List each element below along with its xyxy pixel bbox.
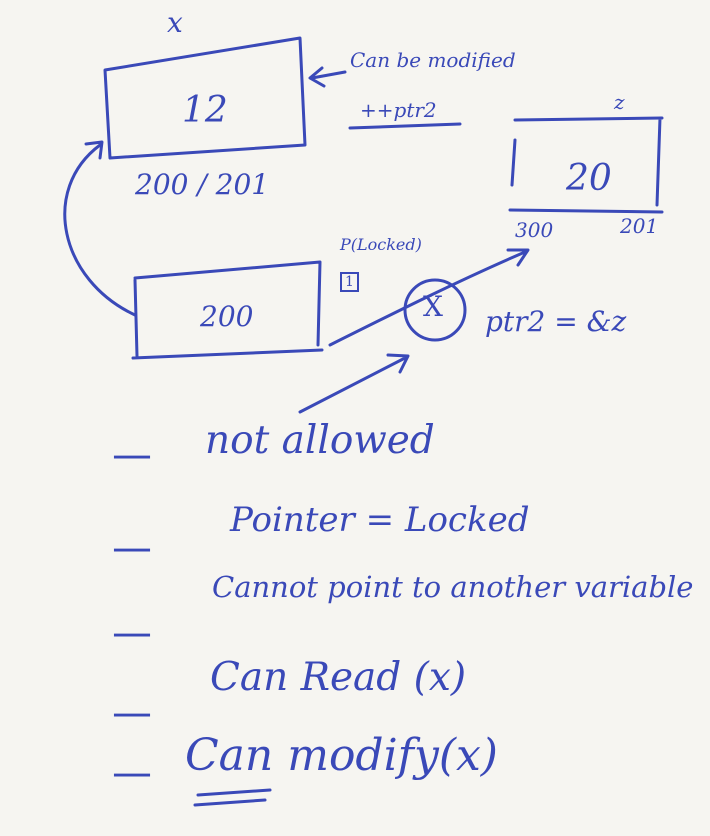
z-address-end: 201 bbox=[620, 214, 659, 238]
note-item: not allowed bbox=[205, 418, 435, 463]
locked-note: P(Locked) bbox=[340, 235, 422, 254]
cross-mark: X bbox=[423, 290, 443, 323]
not-allowed-arrow bbox=[298, 353, 410, 414]
bullet-marker: — bbox=[112, 690, 152, 736]
bullet-marker: — bbox=[112, 750, 152, 796]
assign-expression: ptr2 = &z bbox=[485, 305, 627, 338]
modify-note: Can be modified bbox=[350, 48, 516, 72]
bullet-marker: — bbox=[112, 432, 152, 478]
note-item: Cannot point to another variable bbox=[212, 570, 694, 604]
cross-circle bbox=[403, 278, 467, 342]
z-address-start: 300 bbox=[515, 218, 554, 242]
note-item: Can modify(x) bbox=[185, 730, 498, 781]
z-value: 20 bbox=[566, 158, 612, 199]
x-label: x bbox=[167, 6, 183, 39]
note-item: Can Read (x) bbox=[210, 655, 467, 700]
can-underline bbox=[193, 788, 272, 807]
note-item: Pointer = Locked bbox=[230, 500, 530, 540]
modify-arrow bbox=[308, 66, 347, 88]
curve-arrow-to-x bbox=[63, 140, 137, 317]
bullet-marker: — bbox=[112, 525, 152, 571]
blocked-arrow bbox=[328, 248, 530, 347]
x-address: 200 / 201 bbox=[135, 168, 270, 201]
z-box bbox=[508, 116, 664, 214]
z-label: z bbox=[614, 90, 625, 114]
ptr-value: 200 bbox=[200, 300, 254, 333]
locked-box: 1 bbox=[340, 272, 359, 292]
x-box bbox=[103, 36, 307, 160]
ptr2-underline bbox=[348, 122, 462, 130]
x-value: 12 bbox=[182, 90, 228, 131]
modify-code: ++ptr2 bbox=[360, 98, 437, 122]
ptr-box bbox=[131, 260, 324, 360]
bullet-marker: — bbox=[112, 610, 152, 656]
